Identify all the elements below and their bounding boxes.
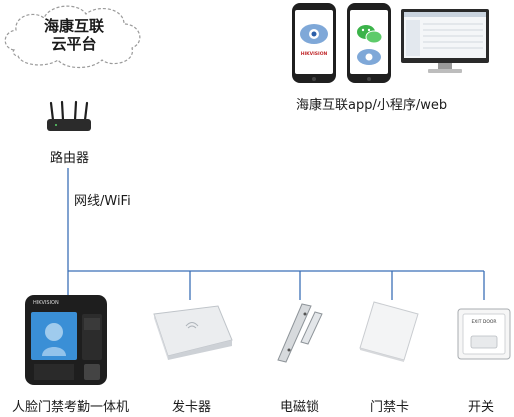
device-label-exit-switch: 开关: [468, 400, 495, 415]
cloud-line-2: 云平台: [51, 35, 97, 53]
card-issuer-icon: [153, 305, 233, 360]
phone-app-icon: [292, 3, 336, 83]
router-label: 路由器: [50, 151, 90, 166]
device-label-card-issuer: 发卡器: [172, 400, 212, 415]
router-icon: [47, 100, 91, 131]
magnetic-lock-icon: [277, 303, 323, 363]
exit-switch-text: EXIT DOOR: [471, 320, 497, 325]
apps-label: 海康互联app/小程序/web: [296, 98, 448, 113]
phone-miniprogram-icon: [347, 3, 391, 83]
cloud-line-1: 海康互联: [43, 17, 104, 35]
device-label-access-card: 门禁卡: [370, 400, 410, 415]
device-label-face-terminal: 人脸门禁考勤一体机: [12, 400, 130, 415]
network-label: 网线/WiFi: [74, 194, 131, 209]
access-card-icon: [359, 301, 419, 362]
phone-brand-text: HIKVISION: [300, 52, 328, 57]
cloud-label: 海康互联 云平台: [24, 17, 124, 53]
face-terminal-brand: HIKVISION: [33, 300, 59, 306]
device-label-magnetic-lock: 电磁锁: [280, 400, 320, 415]
face-terminal-icon: [25, 295, 107, 385]
monitor-web-icon: [401, 9, 489, 73]
cloud-shape: [4, 5, 141, 69]
exit-switch-icon: [457, 308, 511, 360]
